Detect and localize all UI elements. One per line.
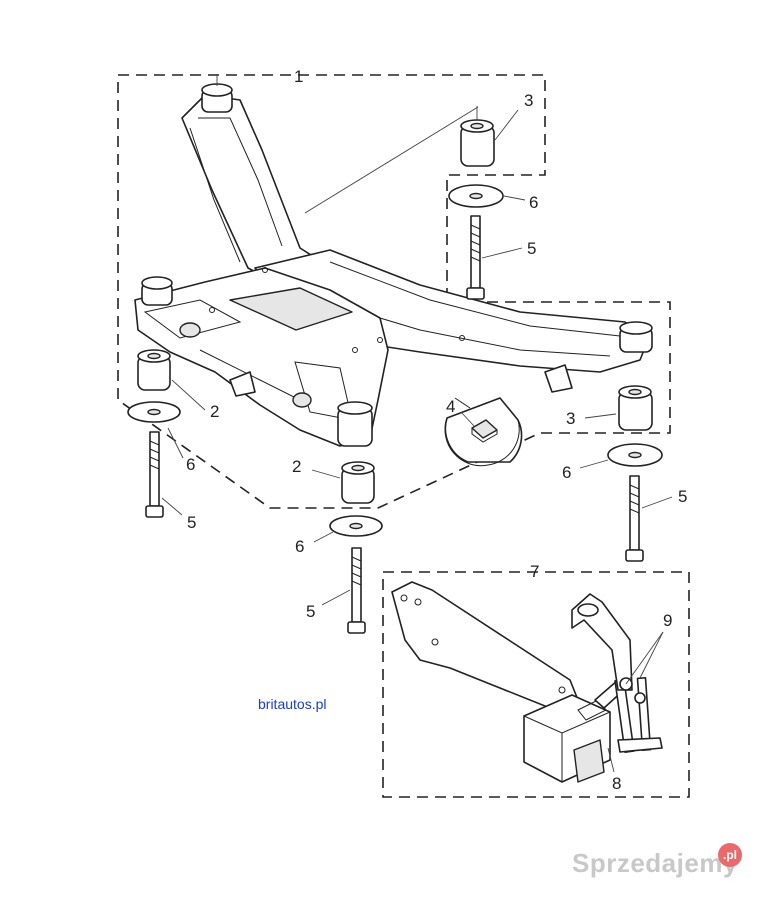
mounted-bush-right	[619, 321, 653, 353]
washer-right	[607, 443, 663, 467]
bush-rear-upper	[460, 106, 495, 167]
callout-bolt-left: 5	[187, 513, 196, 532]
leader-lines	[161, 109, 673, 773]
callout-bush-front-right: 2	[292, 457, 301, 476]
callout-bolt-center: 5	[306, 602, 315, 621]
watermark-text: Sprzedajemy	[572, 848, 738, 878]
mounted-bush-left	[141, 276, 173, 306]
watermark-badge-icon: .pl	[718, 843, 742, 867]
callout-washer-left: 6	[186, 455, 195, 474]
bush-rear-right	[618, 385, 653, 431]
sensor-group-frame	[382, 571, 690, 798]
mounted-bush-front	[337, 401, 373, 447]
callout-subframe: 1	[294, 67, 303, 86]
mounted-bush-upper-left	[201, 74, 233, 113]
callout-bolt-right: 5	[678, 487, 687, 506]
nut-detail	[444, 397, 523, 467]
washer-center	[329, 515, 383, 537]
watermark-badge-text: .pl	[723, 848, 737, 862]
bolt-upper-right	[466, 215, 485, 300]
bush-front-left	[137, 349, 171, 391]
rear-subframe	[134, 94, 649, 447]
callout-washer-upper-right: 6	[529, 193, 538, 212]
callout-nut: 4	[446, 397, 455, 416]
subframe-group-frame	[117, 74, 671, 509]
washer-left	[127, 401, 181, 423]
washer-upper-right	[448, 184, 504, 208]
callout-bush-front-left: 2	[210, 402, 219, 421]
callout-washer-center: 6	[295, 537, 304, 556]
callout-sensor-assembly: 7	[530, 562, 539, 581]
bolt-center	[347, 547, 366, 634]
height-sensor-assembly	[391, 581, 663, 783]
source-credit-text: britautos.pl	[258, 696, 327, 712]
bolt-left	[145, 431, 164, 518]
subframe-leader	[304, 106, 479, 214]
callout-sensor-fasteners: 9	[663, 611, 672, 630]
callout-bolt-upper-right: 5	[527, 239, 536, 258]
bush-front-center	[341, 461, 375, 504]
callout-numbers: 1 3 6 5 2 6 5 2 6 5 4 3 6 5 7 9 8	[186, 67, 687, 793]
callout-washer-right: 6	[562, 463, 571, 482]
callout-sensor-link: 8	[612, 774, 621, 793]
callout-bush-rear-upper: 3	[524, 91, 533, 110]
bolt-right	[625, 475, 644, 562]
callout-bush-rear-right: 3	[566, 409, 575, 428]
